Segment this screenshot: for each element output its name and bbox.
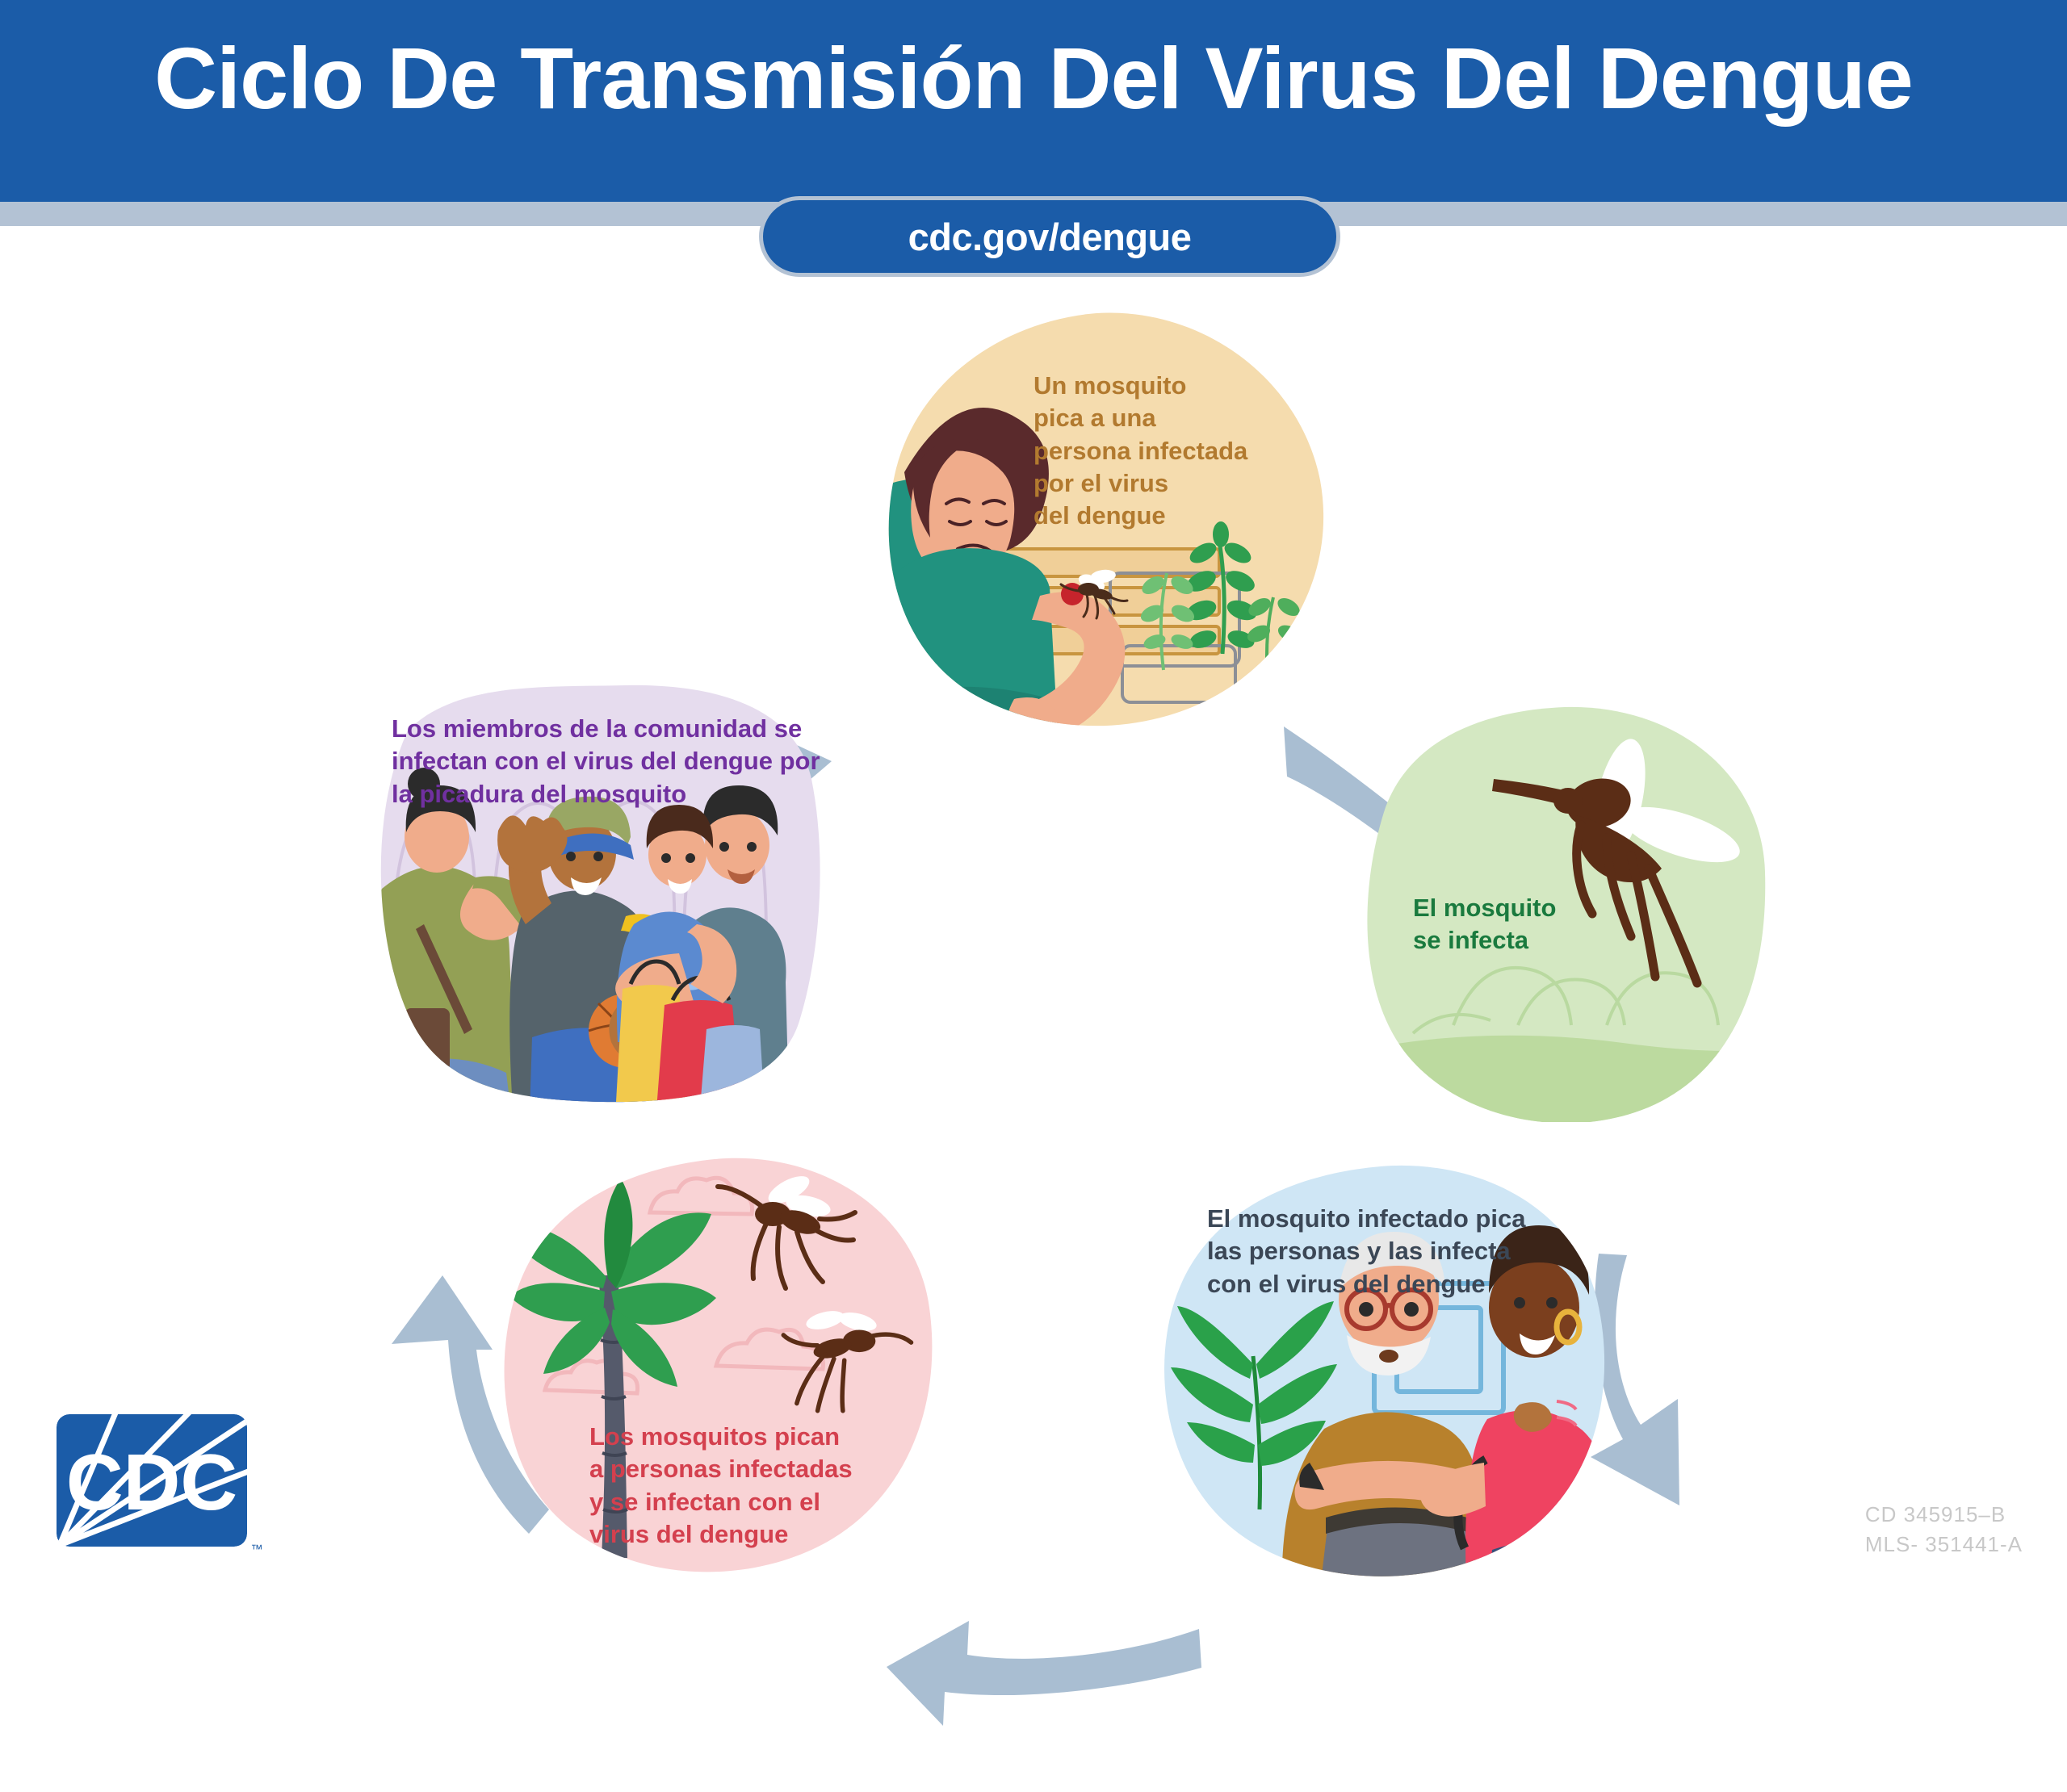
step-person-bitten: Un mosquito pica a una persona infectada… bbox=[880, 307, 1332, 743]
arrow-mosquitoes-to-community bbox=[379, 1267, 646, 1550]
step-mosquito-bites-people: El mosquito infectado pica las personas … bbox=[1155, 1162, 1615, 1582]
page-title: Ciclo De Transmisión Del Virus Del Dengu… bbox=[154, 29, 1914, 127]
url-pill-button[interactable]: cdc.gov/dengue bbox=[759, 196, 1340, 277]
blob-pink bbox=[497, 1154, 937, 1578]
footer-publication-codes: CD 345915–B MLS- 351441-A bbox=[1864, 1501, 2023, 1557]
step-2-caption: El mosquito se infecta bbox=[1413, 894, 1557, 955]
step-4-caption: Los mosquitos pican a personas infectada… bbox=[589, 1422, 853, 1548]
cdc-logo: CDC ™ bbox=[57, 1414, 266, 1560]
url-pill-label: cdc.gov/dengue bbox=[908, 215, 1192, 258]
step-3-caption: El mosquito infectado pica las personas … bbox=[1207, 1204, 1526, 1298]
cdc-logo-trademark: ™ bbox=[251, 1543, 263, 1556]
cdc-logo-wordmark: CDC bbox=[66, 1438, 237, 1526]
header-band bbox=[0, 0, 2067, 202]
step-community-infected: Los miembros de la comunidad se infectan… bbox=[359, 682, 828, 1106]
step-mosquito-infected: El mosquito se infecta bbox=[1365, 702, 1768, 1122]
step-mosquitoes-bite-infected: Los mosquitos pican a personas infectada… bbox=[497, 1154, 937, 1578]
transmission-cycle-diagram: Un mosquito pica a una persona infectada… bbox=[0, 226, 2067, 1726]
blob-lavender bbox=[359, 682, 828, 1106]
step-1-caption: Un mosquito pica a una persona infectada… bbox=[1034, 371, 1248, 530]
arrow-mosquito-to-people bbox=[1583, 1239, 1849, 1514]
blob-green bbox=[1365, 702, 1768, 1122]
step-5-caption: Los miembros de la comunidad se infectan… bbox=[392, 714, 820, 808]
arrow-people-to-mosquitoes bbox=[880, 1590, 1203, 1792]
blob-blue bbox=[1155, 1162, 1615, 1582]
blob-yellow bbox=[880, 307, 1332, 743]
